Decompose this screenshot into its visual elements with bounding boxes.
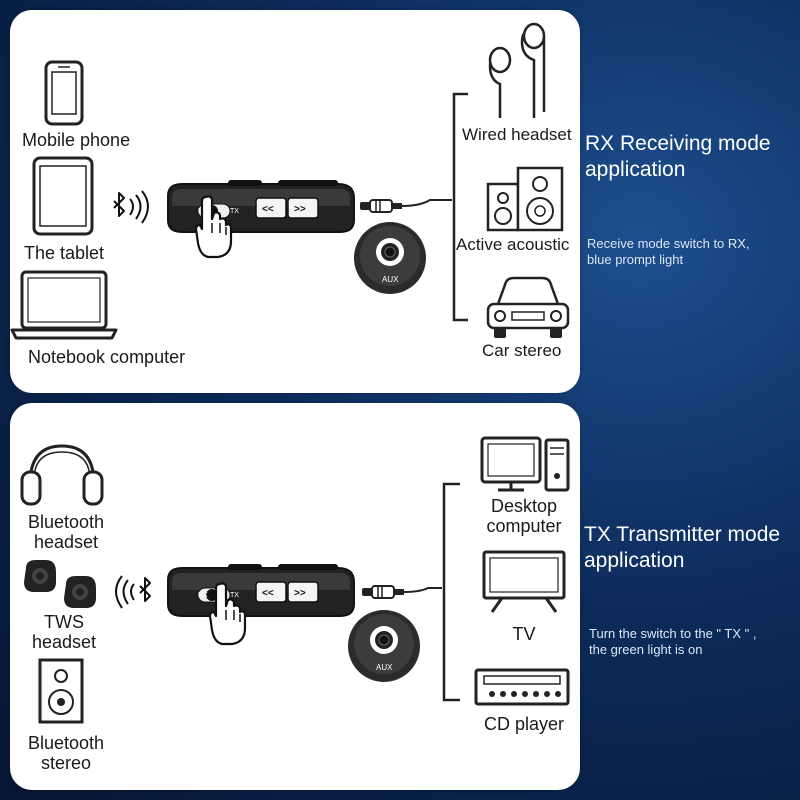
aux-jack-icon-tx — [361, 585, 405, 599]
adapter-device-rx: RX TX << >> — [167, 179, 355, 233]
next-button-label-tx: >> — [294, 588, 306, 599]
receiver-label-tws: TWS headset — [14, 612, 114, 652]
source-label-mobile: Mobile phone — [22, 130, 131, 150]
headphones-icon — [20, 444, 104, 506]
aux-cable — [401, 199, 452, 207]
wired-earphones-icon — [488, 22, 546, 118]
output-label-car: Car stereo — [482, 341, 562, 360]
tx-switch-label-rx: RX — [198, 592, 208, 599]
tws-earbuds-icon — [24, 560, 96, 608]
rx-mode-title-line2: application — [585, 158, 686, 181]
rx-mode-note: Receive mode switch to RX, blue prompt l… — [587, 236, 750, 268]
tx-mode-title: TX Transmitter mode application — [584, 522, 780, 574]
input-label-desktop: Desktop computer — [468, 496, 580, 536]
rx-switch-label-tx: TX — [230, 208, 239, 215]
cd-player-icon — [474, 668, 570, 706]
source-label-tablet: The tablet — [24, 243, 105, 263]
receiver-label-headset-line1: Bluetooth — [27, 512, 105, 532]
bluetooth-icon-tx — [115, 575, 151, 609]
car-icon — [486, 276, 570, 338]
prev-button-label: << — [262, 204, 274, 215]
aux-port-zoom-tx: AUX — [347, 609, 421, 683]
tx-switch-label-tx: TX — [230, 592, 239, 599]
source-label-laptop: Notebook computer — [28, 347, 186, 367]
receiver-label-stereo: Bluetooth stereo — [14, 733, 118, 773]
speaker-icon — [38, 658, 84, 724]
tx-mode-note-line1: Turn the switch to the " TX " , — [589, 626, 757, 641]
mobile-phone-icon — [44, 60, 84, 126]
speakers-icon — [486, 166, 564, 232]
aux-jack-icon — [359, 199, 403, 213]
tv-icon — [482, 550, 566, 613]
receiver-label-headset: Bluetooth headset — [14, 512, 118, 552]
input-label-desktop-line1: Desktop — [490, 496, 558, 516]
aux-label-tx: AUX — [376, 663, 393, 672]
receiver-label-tws-line2: headset — [31, 632, 97, 652]
output-label-headset: Wired headset — [462, 125, 572, 144]
prev-button-label-tx: << — [262, 588, 274, 599]
next-button-label: >> — [294, 204, 306, 215]
input-label-tv: TV — [512, 624, 536, 644]
input-label-desktop-line2: computer — [486, 516, 562, 536]
output-bracket — [452, 92, 468, 322]
rx-mode-note-line1: Receive mode switch to RX, — [587, 236, 750, 251]
bluetooth-icon — [113, 190, 149, 224]
input-bracket — [442, 482, 460, 702]
tx-mode-title-line1: TX Transmitter mode — [584, 523, 781, 546]
receiver-label-tws-line1: TWS — [44, 612, 84, 632]
aux-port-zoom: AUX — [353, 221, 427, 295]
tablet-icon — [32, 156, 94, 236]
rx-mode-title: RX Receiving mode application — [585, 131, 771, 183]
desktop-computer-icon — [480, 436, 570, 492]
receiver-label-stereo-line1: Bluetooth — [27, 733, 105, 753]
receiver-label-stereo-line2: stereo — [40, 753, 92, 773]
output-label-acoustic: Active acoustic — [456, 235, 570, 254]
aux-cable-tx — [403, 587, 442, 593]
tx-mode-note-line2: the green light is on — [589, 642, 703, 657]
tx-mode-title-line2: application — [584, 549, 685, 572]
adapter-device-tx: RX TX << >> — [167, 563, 355, 617]
rx-mode-note-line2: blue prompt light — [587, 252, 684, 267]
laptop-icon — [10, 270, 118, 340]
aux-label-rx: AUX — [382, 275, 399, 284]
input-label-cd: CD player — [483, 714, 565, 734]
receiver-label-headset-line2: headset — [33, 532, 99, 552]
rx-mode-title-line1: RX Receiving mode — [585, 132, 771, 155]
tx-mode-note: Turn the switch to the " TX " , the gree… — [589, 626, 756, 658]
